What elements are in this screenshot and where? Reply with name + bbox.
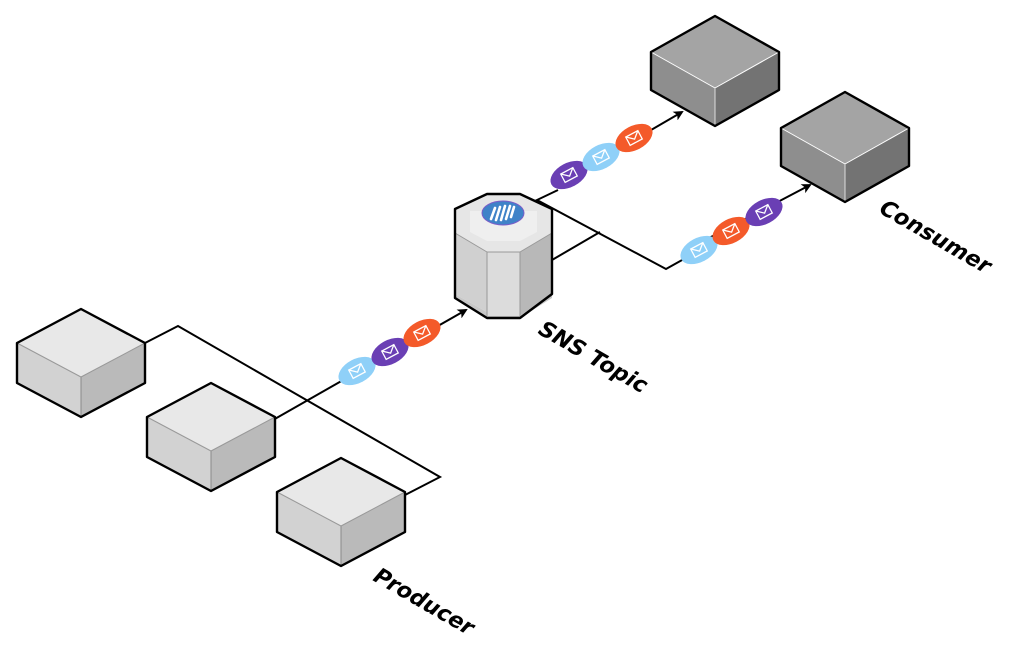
consumer-wiring <box>534 110 812 271</box>
message-group-producer-to-topic <box>338 318 441 386</box>
message-icon <box>403 318 441 348</box>
message-icon <box>745 197 783 227</box>
consumer-box-2[interactable] <box>779 90 911 204</box>
producer-box-2[interactable] <box>145 381 277 493</box>
producer-box-3[interactable] <box>275 456 407 568</box>
producer-box-1[interactable] <box>15 307 147 419</box>
producer-label: Producer <box>369 564 479 642</box>
consumer-bus-line <box>534 189 701 271</box>
consumer-box-1[interactable] <box>649 14 781 128</box>
consumer-label: Consumer <box>875 196 996 280</box>
message-icon <box>582 142 620 172</box>
message-icon <box>371 337 409 367</box>
message-icon <box>712 216 750 246</box>
message-group-topic-to-consumer-2 <box>680 197 783 265</box>
sns-topic-label: SNS Topic <box>534 317 652 399</box>
message-icon <box>680 235 718 265</box>
sns-topic-icon <box>481 200 525 226</box>
producer-bus-line <box>144 324 443 496</box>
message-group-topic-to-consumer-1 <box>550 123 653 190</box>
topic-stub-line <box>551 231 601 261</box>
message-icon <box>338 356 376 386</box>
message-icon <box>550 160 588 190</box>
sns-topic-node[interactable] <box>453 192 554 320</box>
message-icon <box>615 123 653 153</box>
